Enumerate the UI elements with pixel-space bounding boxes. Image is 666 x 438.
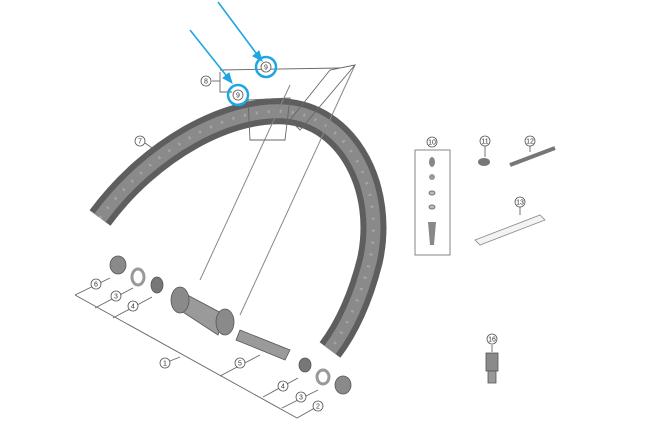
- svg-text:5: 5: [238, 361, 242, 368]
- svg-text:3: 3: [299, 395, 303, 402]
- callout-5[interactable]: 5: [234, 357, 246, 369]
- svg-text:3: 3: [114, 294, 118, 301]
- svg-text:2: 2: [316, 404, 320, 411]
- leader-lines: [74, 277, 321, 419]
- callout-1[interactable]: 1: [159, 356, 181, 369]
- callout-9b[interactable]: 9: [232, 89, 244, 101]
- svg-text:4: 4: [131, 304, 135, 311]
- svg-text:1: 1: [163, 361, 167, 368]
- svg-text:7: 7: [138, 139, 142, 146]
- highlight-arrows: [189, 1, 278, 107]
- accessory-parts: [414, 145, 556, 384]
- svg-text:13: 13: [516, 200, 524, 207]
- callout-2[interactable]: 2: [312, 400, 324, 412]
- callout-7[interactable]: 7: [134, 135, 156, 151]
- svg-text:6: 6: [94, 282, 98, 289]
- svg-text:16: 16: [488, 337, 496, 344]
- callout-4-left[interactable]: 4: [127, 300, 139, 312]
- callout-10[interactable]: 10: [426, 136, 438, 148]
- callout-4-right[interactable]: 4: [277, 380, 289, 392]
- callout-3-left[interactable]: 3: [110, 290, 122, 302]
- callout-11[interactable]: 11: [479, 135, 491, 147]
- svg-text:10: 10: [428, 140, 436, 147]
- callout-3-right[interactable]: 3: [295, 391, 307, 403]
- svg-text:11: 11: [481, 139, 488, 146]
- svg-text:8: 8: [204, 79, 208, 86]
- callout-9a[interactable]: 9: [260, 61, 272, 73]
- callout-6[interactable]: 6: [90, 278, 102, 290]
- svg-text:9: 9: [236, 93, 240, 100]
- svg-text:9: 9: [264, 65, 268, 72]
- hub-parts: [109, 255, 352, 395]
- svg-text:12: 12: [526, 139, 534, 146]
- callout-13[interactable]: 13: [514, 196, 526, 208]
- spokes: [199, 64, 357, 316]
- callout-12[interactable]: 12: [524, 135, 536, 147]
- svg-text:4: 4: [281, 384, 285, 391]
- callout-16[interactable]: 16: [486, 333, 498, 345]
- rim: [89, 98, 387, 358]
- callout-8[interactable]: 8: [200, 75, 212, 87]
